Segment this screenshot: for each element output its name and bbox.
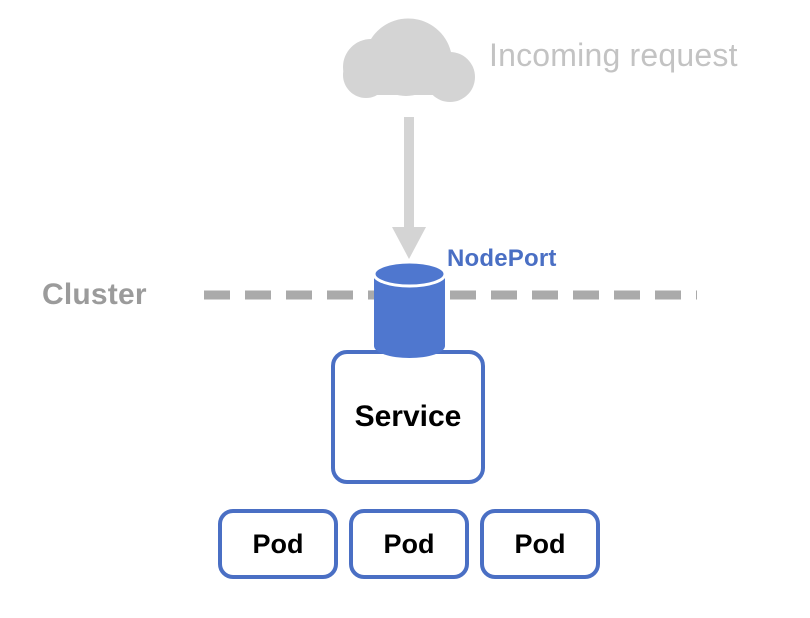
pod-box-1[interactable] [218,509,338,579]
pod-box-2[interactable] [349,509,469,579]
service-box[interactable] [331,350,485,484]
cylinder-icon[interactable] [372,260,447,358]
cloud-icon [343,18,475,102]
cluster-label: Cluster [42,278,147,311]
pod-box-3[interactable] [480,509,600,579]
incoming-request-label: Incoming request [489,37,738,73]
down-arrow-icon [392,117,426,259]
nodeport-label: NodePort [447,245,557,272]
